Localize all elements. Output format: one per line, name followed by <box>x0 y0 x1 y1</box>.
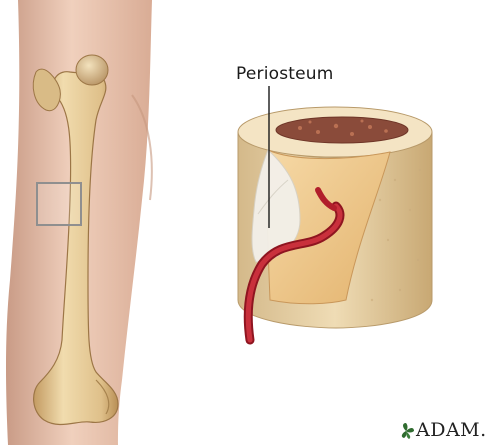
periosteum-label: Periosteum <box>236 64 334 84</box>
bone-cross-section <box>238 107 432 328</box>
zoom-region-box <box>37 183 81 225</box>
femoral-head <box>76 55 108 85</box>
marrow-cavity <box>276 117 408 143</box>
brand-name: ADAM. <box>416 419 487 441</box>
brand-mark: ADAM. <box>398 419 487 441</box>
